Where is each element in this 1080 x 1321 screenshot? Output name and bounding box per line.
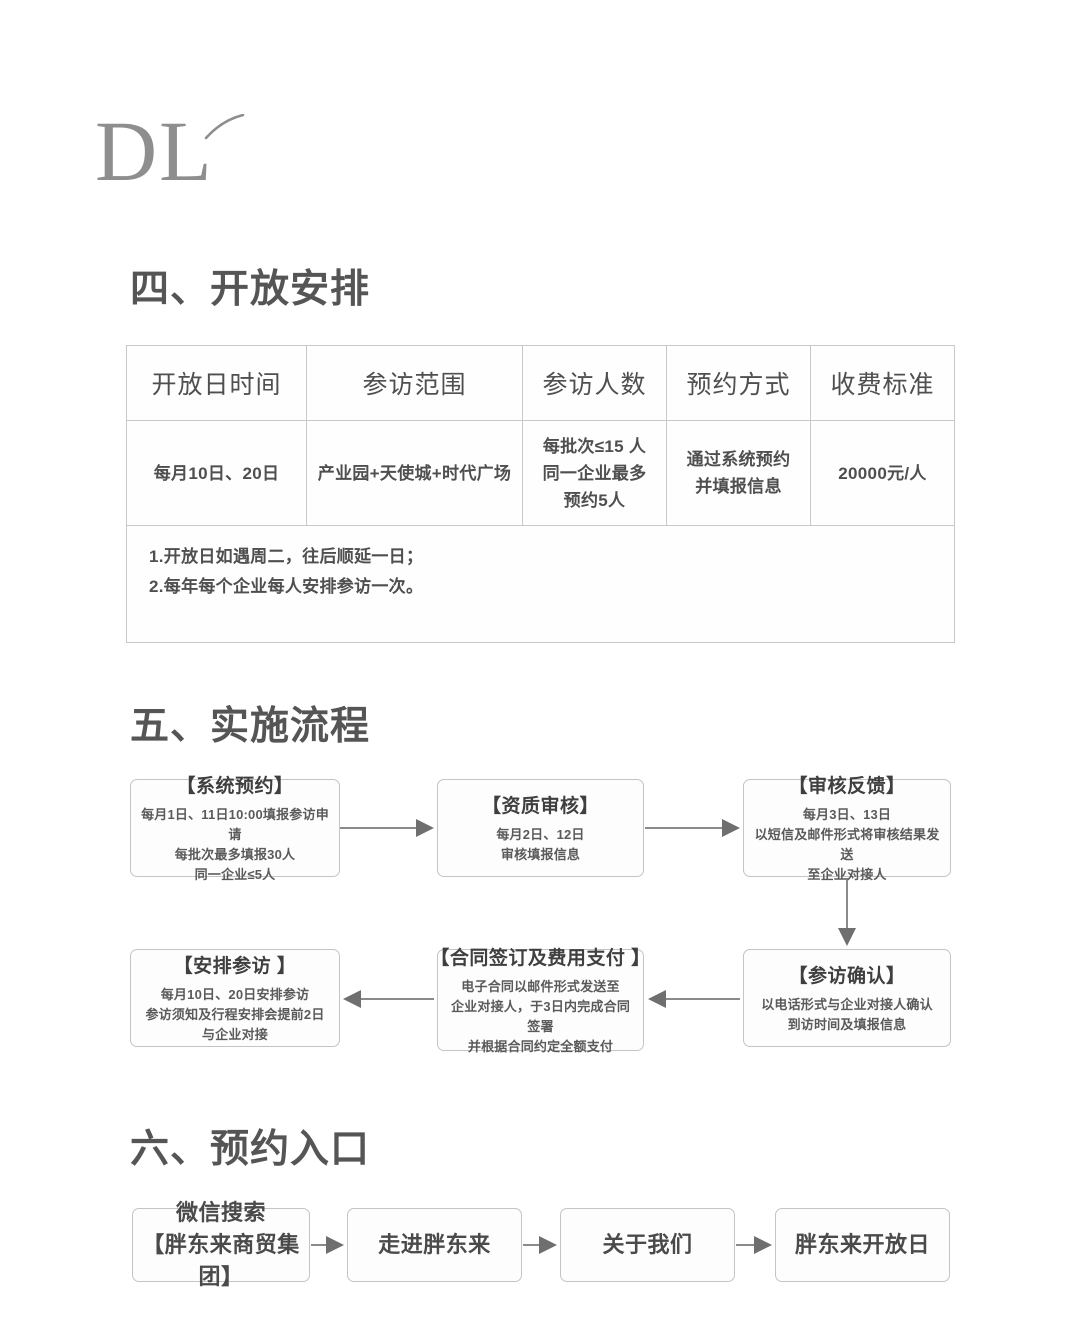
brand-logo: DL (95, 108, 335, 208)
table-cell-open-days: 每月10日、20日 (126, 420, 307, 526)
table-header-cell: 参访范围 (306, 345, 523, 421)
table-header-cell: 开放日时间 (126, 345, 307, 421)
logo-text: DL (95, 103, 214, 199)
open-schedule-table: 开放日时间 参访范围 参访人数 预约方式 收费标准 每月10日、20日 产业园+… (126, 345, 955, 643)
table-row: 每月10日、20日 产业园+天使城+时代广场 每批次≤15 人 同一企业最多 预… (126, 420, 955, 526)
table-header-cell: 收费标准 (810, 345, 955, 421)
process-step-title: 【合同签订及费用支付 】 (430, 948, 651, 969)
process-step-title: 【审核反馈】 (788, 776, 906, 797)
entry-step-box-enter-pangdonglai[interactable]: 走进胖东来 (347, 1208, 522, 1282)
process-step-body: 每月1日、11日10:00填报参访申请 每批次最多填报30人 同一企业≤5人 (141, 807, 329, 882)
table-header-row: 开放日时间 参访范围 参访人数 预约方式 收费标准 (126, 345, 955, 421)
process-step-box-5[interactable]: 【合同签订及费用支付 】 电子合同以邮件形式发送至 企业对接人，于3日内完成合同… (430, 948, 650, 1054)
process-step-body: 以电话形式与企业对接人确认 到访时间及填报信息 (761, 997, 933, 1032)
table-header-cell: 预约方式 (666, 345, 811, 421)
section-heading-booking-entry: 六、预约入口 (130, 1128, 371, 1171)
process-step-body: 电子合同以邮件形式发送至 企业对接人，于3日内完成合同签署 并根据合同约定全额支… (450, 979, 631, 1054)
table-notes: 1.开放日如遇周二，往后顺延一日； 2.每年每个企业每人安排参访一次。 (126, 525, 955, 643)
table-cell-fee: 20000元/人 (810, 420, 955, 526)
process-step-body: 每月3日、13日 以短信及邮件形式将审核结果发送 至企业对接人 (754, 807, 940, 882)
entry-step-box-wechat-search[interactable]: 微信搜索 【胖东来商贸集团】 (132, 1200, 310, 1289)
process-step-title: 【系统预约】 (176, 776, 294, 797)
process-step-box-6[interactable]: 【安排参访 】 每月10日、20日安排参访 参访须知及行程安排会提前2日 与企业… (130, 949, 340, 1047)
process-step-box-4[interactable]: 【参访确认】 以电话形式与企业对接人确认 到访时间及填报信息 (743, 949, 951, 1047)
process-step-body: 每月2日、12日 审核填报信息 (496, 827, 585, 862)
process-step-box-3[interactable]: 【审核反馈】 每月3日、13日 以短信及邮件形式将审核结果发送 至企业对接人 (743, 776, 951, 882)
section-heading-open-schedule: 四、开放安排 (130, 268, 371, 311)
table-notes-row: 1.开放日如遇周二，往后顺延一日； 2.每年每个企业每人安排参访一次。 (126, 525, 955, 643)
process-step-title: 【资质审核】 (481, 796, 599, 817)
table-cell-booking-method: 通过系统预约 并填报信息 (666, 420, 811, 526)
acute-accent-mark-icon (204, 114, 245, 140)
table-cell-visitor-count: 每批次≤15 人 同一企业最多 预约5人 (522, 420, 667, 526)
process-step-title: 【安排参访 】 (173, 956, 297, 977)
process-step-box-2[interactable]: 【资质审核】 每月2日、12日 审核填报信息 (437, 779, 644, 877)
process-step-title: 【参访确认】 (788, 966, 906, 987)
process-step-body: 每月10日、20日安排参访 参访须知及行程安排会提前2日 与企业对接 (145, 987, 325, 1042)
process-step-box-1[interactable]: 【系统预约】 每月1日、11日10:00填报参访申请 每批次最多填报30人 同一… (130, 776, 340, 882)
table-cell-visit-scope: 产业园+天使城+时代广场 (306, 420, 523, 526)
table-header-cell: 参访人数 (522, 345, 667, 421)
section-heading-process: 五、实施流程 (130, 705, 371, 748)
entry-step-box-open-day[interactable]: 胖东来开放日 (775, 1208, 950, 1282)
entry-step-box-about-us[interactable]: 关于我们 (560, 1208, 735, 1282)
